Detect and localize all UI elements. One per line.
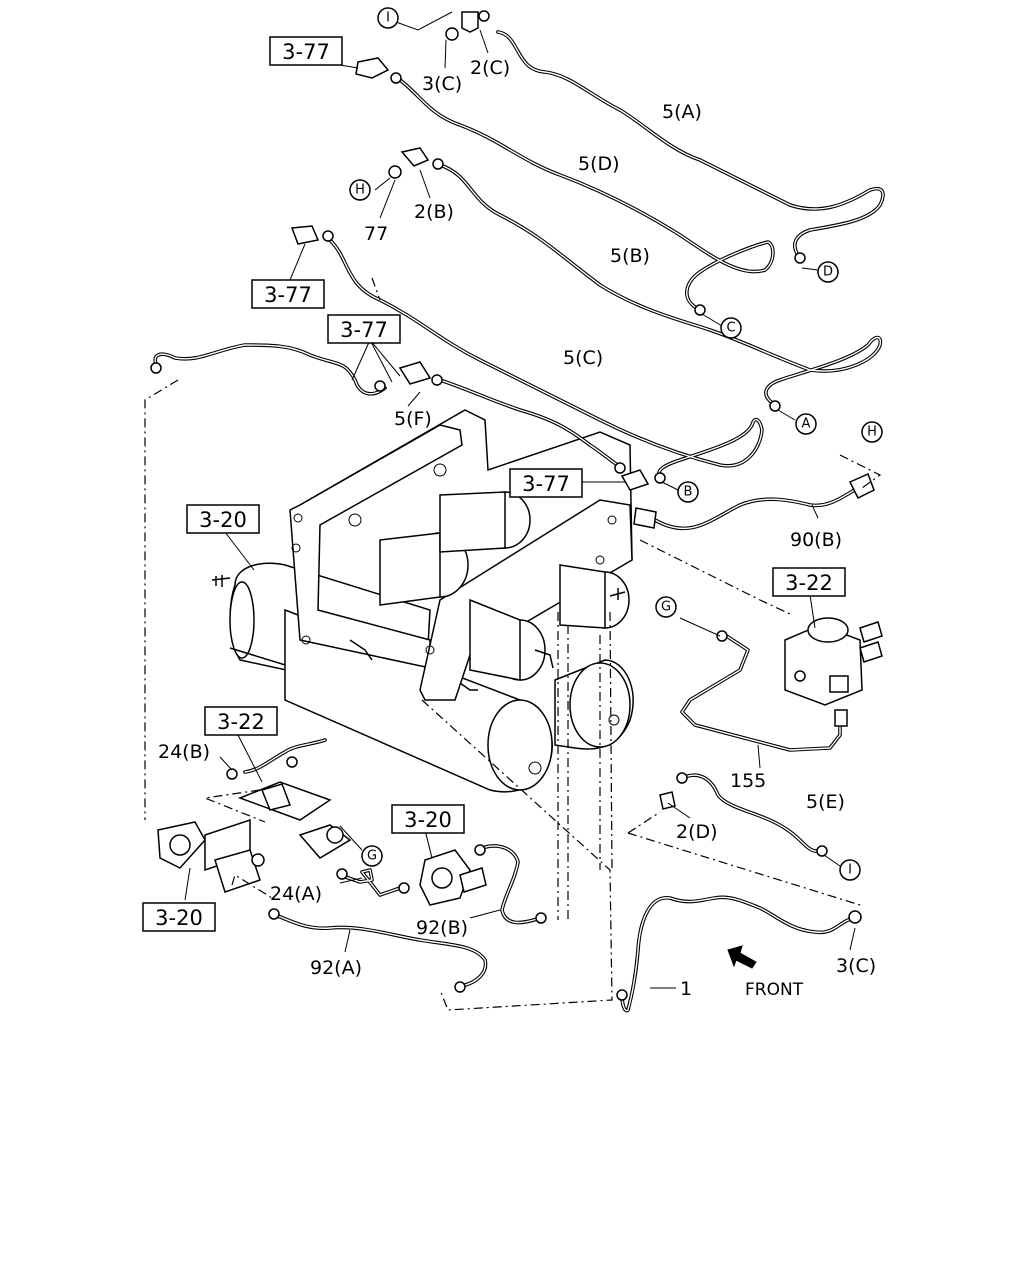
svg-text:I: I [848,863,852,878]
pipe-5d [398,78,775,312]
pipe-5e [680,773,824,853]
ref-box[interactable]: 3-77 [251,279,325,309]
pipes [153,30,885,1013]
ref-box[interactable]: 3-77 [327,314,401,344]
part-label: 24(A) [270,883,322,905]
circle-markers: I H D C A B H G [349,7,883,881]
svg-text:3-77: 3-77 [522,472,570,496]
circle-marker-b[interactable]: B [677,481,699,503]
ref-box[interactable]: 3-22 [204,706,278,736]
pipe-92a [273,913,488,988]
part-label: 5(C) [563,347,603,369]
part-label: 92(A) [310,957,362,979]
circle-marker-i[interactable]: I [839,859,861,881]
pipe-24b [243,738,327,774]
svg-text:3-22: 3-22 [217,710,265,734]
pipe-5b [438,163,883,407]
pipe-5c [328,238,764,480]
svg-text:H: H [867,425,877,440]
circle-marker-i[interactable]: I [377,7,399,29]
part-label: 5(A) [662,101,702,123]
ref-box[interactable]: 3-22 [772,567,846,597]
part-label: 1 [680,978,692,1000]
dashed-boundary-lines [144,277,882,1011]
reference-boxes: 3-77 3-77 3-77 3-77 3-20 3-22 3-22 3-20 [142,36,846,932]
svg-text:G: G [661,600,671,615]
svg-text:G: G [367,849,377,864]
front-arrow-icon [727,945,757,969]
circle-marker-h[interactable]: H [861,421,883,443]
part-label: 92(B) [416,917,468,939]
ref-box[interactable]: 3-20 [391,804,465,834]
svg-text:3-77: 3-77 [282,40,330,64]
part-label: 5(F) [394,408,432,430]
part-label: 5(E) [806,791,845,813]
circle-marker-d[interactable]: D [817,261,839,283]
front-label: FRONT [745,980,804,1000]
svg-text:3-20: 3-20 [155,906,203,930]
fittings [150,10,883,1001]
leader-lines [184,11,856,989]
ref-box[interactable]: 3-20 [142,902,216,932]
svg-text:A: A [802,417,811,432]
svg-text:D: D [823,265,833,280]
svg-text:H: H [355,183,365,198]
pipe-1 [620,895,857,1013]
pipe-5a [496,30,885,260]
part-label: 2(D) [676,821,718,843]
part-label: 24(B) [158,741,210,763]
pipe-5f [153,343,624,470]
svg-text:3-20: 3-20 [199,508,247,532]
svg-text:C: C [726,321,735,336]
part-label: 2(C) [470,57,510,79]
circle-marker-a[interactable]: A [795,413,817,435]
pipe-90b [653,486,860,531]
svg-text:3-77: 3-77 [340,318,388,342]
pipe-92b [480,844,542,925]
pipe-155 [680,633,842,752]
svg-text:3-20: 3-20 [404,808,452,832]
ref-box[interactable]: 3-77 [269,36,343,66]
ref-box[interactable]: 3-77 [509,468,583,498]
part-label: 5(B) [610,245,650,267]
part-label: 2(B) [414,201,454,223]
svg-text:I: I [386,11,390,26]
part-label: 155 [730,770,766,792]
circle-marker-g[interactable]: G [655,596,677,618]
part-label: 90(B) [790,529,842,551]
circle-marker-g[interactable]: G [361,845,383,867]
circle-marker-c[interactable]: C [720,317,742,339]
part-label: 77 [364,223,388,245]
part-label: 5(D) [578,153,620,175]
circle-marker-h[interactable]: H [349,179,371,201]
svg-text:B: B [684,485,693,500]
part-labels: 3(C) 2(C) 5(A) 5(D) 77 2(B) 5(B) 5(C) 5(… [158,57,876,1000]
ref-box[interactable]: 3-20 [186,504,260,534]
svg-text:3-77: 3-77 [264,283,312,307]
svg-text:3-22: 3-22 [785,571,833,595]
pipe-24a [338,868,402,897]
part-label: 3(C) [836,955,876,977]
part-label: 3(C) [422,73,462,95]
